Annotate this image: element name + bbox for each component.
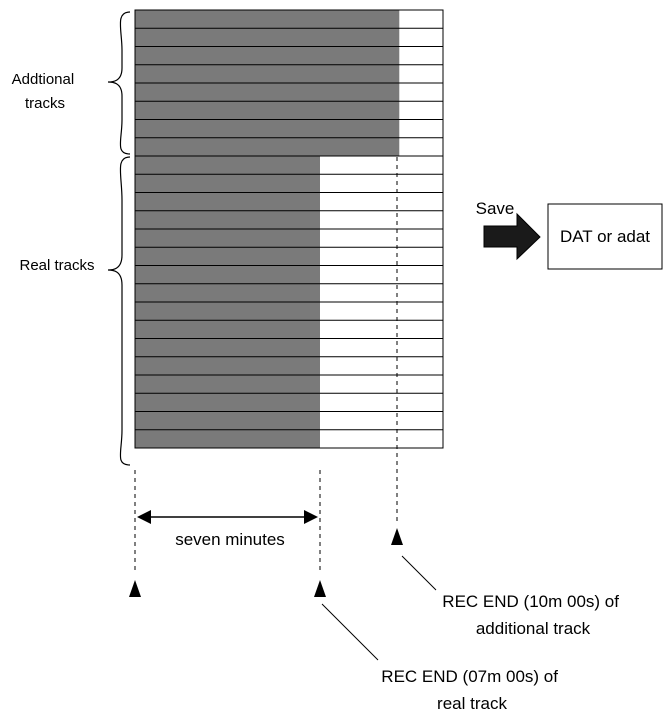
real-tracks-label: Real tracks — [19, 257, 94, 274]
rec-end-real-line2: real track — [437, 694, 507, 713]
real-end-marker-icon — [314, 580, 326, 597]
rec-end-additional-label: REC END (10m 00s) of additional track — [442, 592, 623, 638]
additional-tracks-label: Addtional tracks — [12, 71, 79, 112]
additional-tracks-label-line1: Addtional — [12, 71, 75, 88]
track-area-outline — [134, 9, 444, 449]
save-arrow-icon — [483, 212, 541, 261]
destination-box — [547, 203, 663, 270]
rec-end-additional-line2: additional track — [476, 619, 591, 638]
track-area — [134, 9, 444, 449]
rec-end-additional-line1: REC END (10m 00s) of — [442, 592, 619, 611]
duration-arrow-right-head — [304, 510, 318, 524]
rec-end-real-line1: REC END (07m 00s) of — [381, 667, 558, 686]
additional-tracks-brace — [107, 11, 131, 155]
real-tracks-brace — [107, 156, 131, 466]
destination-label: DAT or adat — [560, 227, 650, 246]
additional-tracks-label-line2: tracks — [25, 95, 65, 112]
additional-end-callout-line — [401, 555, 437, 591]
start-marker-icon — [129, 580, 141, 597]
additional-end-marker-icon — [391, 528, 403, 545]
duration-arrow-left-head — [137, 510, 151, 524]
rec-end-real-label: REC END (07m 00s) of real track — [381, 667, 562, 713]
duration-label: seven minutes — [175, 530, 285, 549]
real-end-callout-line — [321, 603, 379, 661]
save-label: Save — [476, 199, 515, 218]
